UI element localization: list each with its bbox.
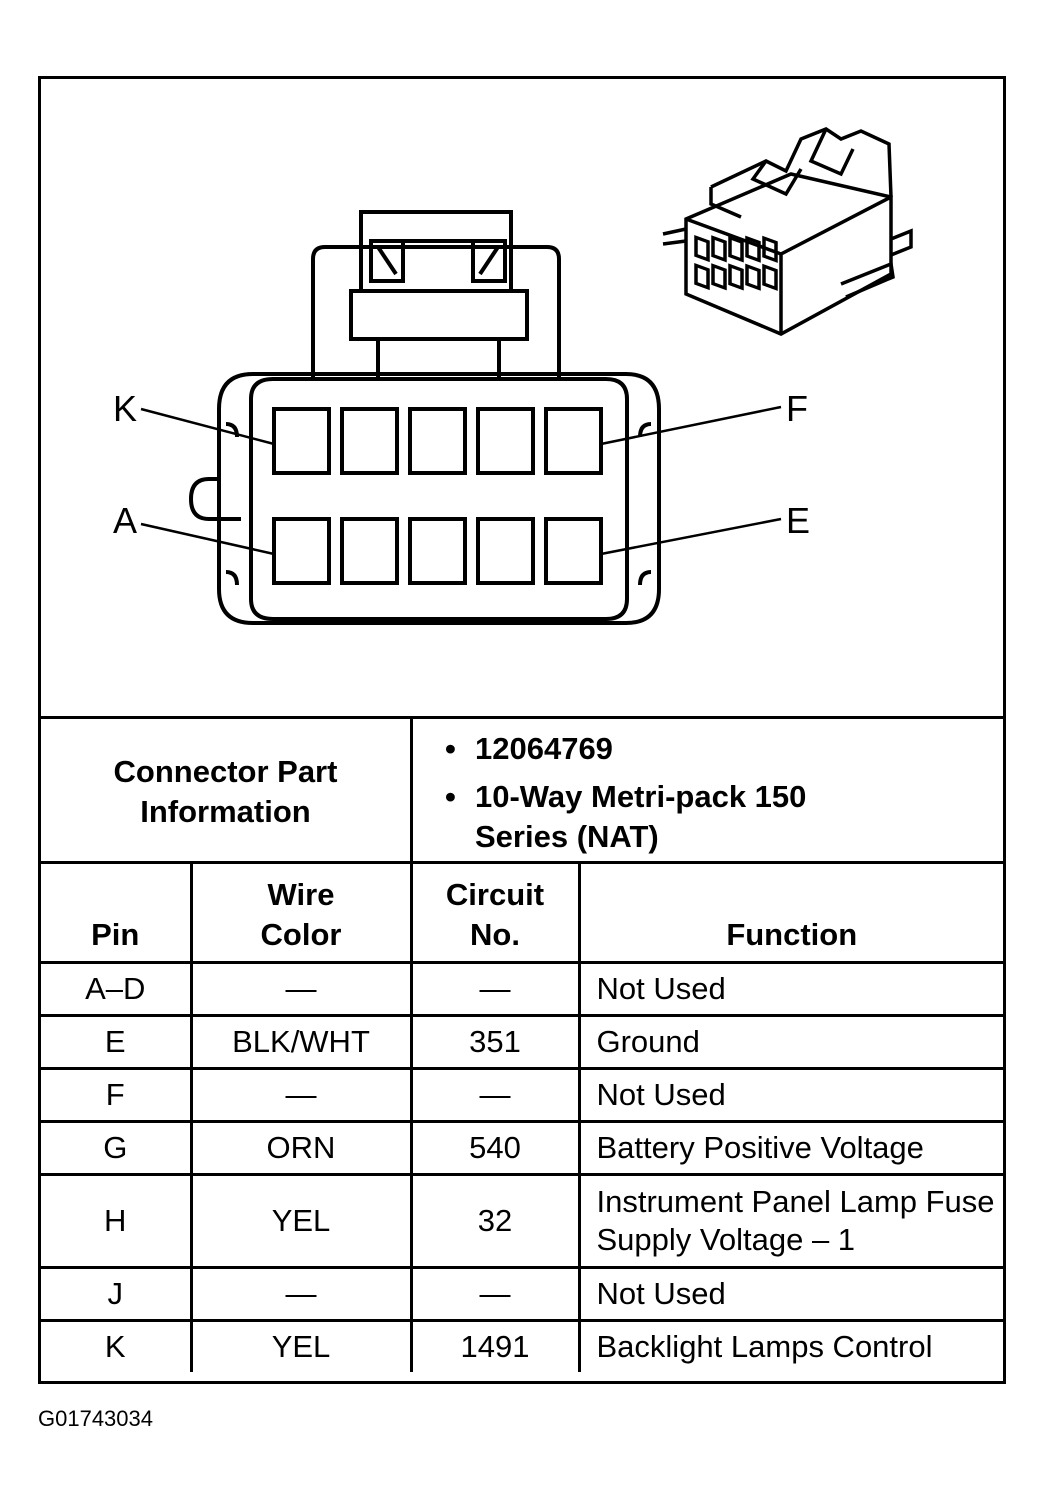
bullet-dot: •: [445, 779, 456, 814]
cell-pin: G: [41, 1120, 193, 1176]
callout-label-k: K: [113, 388, 137, 429]
callout-leaders: [140, 405, 782, 556]
cell-circuit: 1491: [409, 1319, 581, 1372]
cell-pin: F: [41, 1067, 193, 1123]
table-row: F — — Not Used: [41, 1067, 1003, 1123]
header-circuit-no: Circuit No.: [409, 861, 581, 964]
cell-wire-color: —: [189, 1067, 413, 1123]
cell-function: Ground: [577, 1014, 1003, 1070]
cell-circuit: 540: [409, 1120, 581, 1176]
cell-function: Backlight Lamps Control: [577, 1319, 1003, 1372]
cell-wire-color: BLK/WHT: [189, 1014, 413, 1070]
table-row: E BLK/WHT 351 Ground: [41, 1014, 1003, 1070]
cell-function: Not Used: [577, 1067, 1003, 1123]
cell-wire-color: YEL: [189, 1319, 413, 1372]
table-row: J — — Not Used: [41, 1266, 1003, 1322]
cell-circuit: 32: [409, 1173, 581, 1269]
cell-wire-color: —: [189, 1266, 413, 1322]
header-wire-color: Wire Color: [189, 861, 413, 964]
header-pin: Pin: [41, 861, 193, 964]
cell-pin: K: [41, 1319, 193, 1372]
cell-function: Not Used: [577, 1266, 1003, 1322]
cell-pin: A–D: [41, 961, 193, 1017]
cell-circuit: —: [409, 1266, 581, 1322]
callout-label-a: A: [113, 500, 137, 541]
table-row: G ORN 540 Battery Positive Voltage: [41, 1120, 1003, 1176]
table-row: A–D — — Not Used: [41, 961, 1003, 1017]
connector-latch: [311, 210, 561, 379]
figure-code: G01743034: [38, 1406, 153, 1431]
header-function: Function: [577, 861, 1003, 964]
cell-wire-color: —: [189, 961, 413, 1017]
bullet-dot: •: [445, 731, 456, 766]
cell-circuit: 351: [409, 1014, 581, 1070]
description-item: • 10-Way Metri-pack 150 Series (NAT): [445, 777, 855, 857]
callout-label-f: F: [786, 388, 808, 429]
pin-cavities: [272, 407, 603, 585]
connector-isometric-view: [662, 127, 913, 336]
pinout-table: Pin Wire Color Circuit No. Function A–D …: [41, 861, 1003, 1372]
cell-wire-color: ORN: [189, 1120, 413, 1176]
cell-pin: H: [41, 1173, 193, 1269]
part-number: 12064769: [475, 731, 613, 766]
table-row: K YEL 1491 Backlight Lamps Control: [41, 1319, 1003, 1372]
connector-info-row: Connector Part Information • 12064769 • …: [41, 716, 1003, 864]
table-header-row: Pin Wire Color Circuit No. Function: [41, 861, 1003, 964]
cell-circuit: —: [409, 961, 581, 1017]
cell-function: Instrument Panel Lamp Fuse Supply Voltag…: [577, 1173, 1003, 1269]
cell-circuit: —: [409, 1067, 581, 1123]
table-row: H YEL 32 Instrument Panel Lamp Fuse Supp…: [41, 1173, 1003, 1269]
cell-wire-color: YEL: [189, 1173, 413, 1269]
connector-info-values: • 12064769 • 10-Way Metri-pack 150 Serie…: [413, 719, 1003, 864]
cell-pin: J: [41, 1266, 193, 1322]
cell-function: Battery Positive Voltage: [577, 1120, 1003, 1176]
connector-body: [188, 372, 661, 625]
cell-pin: E: [41, 1014, 193, 1070]
connector-diagram: K F A E: [113, 127, 913, 625]
connector-info-label: Connector Part Information: [113, 753, 338, 829]
cell-function: Not Used: [577, 961, 1003, 1017]
callout-label-e: E: [786, 500, 810, 541]
connector-description: 10-Way Metri-pack 150 Series (NAT): [475, 779, 807, 854]
part-number-item: • 12064769: [445, 729, 613, 769]
figure-frame: K F A E Connec: [38, 76, 1006, 1384]
connector-info-label-cell: Connector Part Information: [41, 719, 413, 864]
